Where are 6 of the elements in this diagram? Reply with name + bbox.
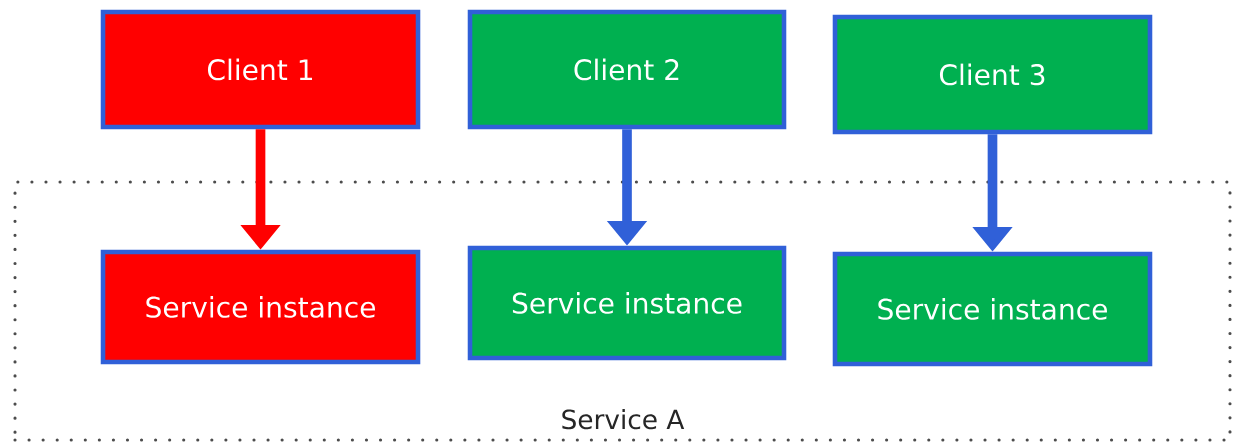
client-box: Client 1 <box>100 9 421 130</box>
instance-box: Service instance <box>832 251 1153 367</box>
instance-box: Service instance <box>467 245 787 361</box>
instance-box: Service instance <box>100 249 421 365</box>
client-box: Client 2 <box>467 9 787 130</box>
client-box: Client 3 <box>832 14 1153 135</box>
